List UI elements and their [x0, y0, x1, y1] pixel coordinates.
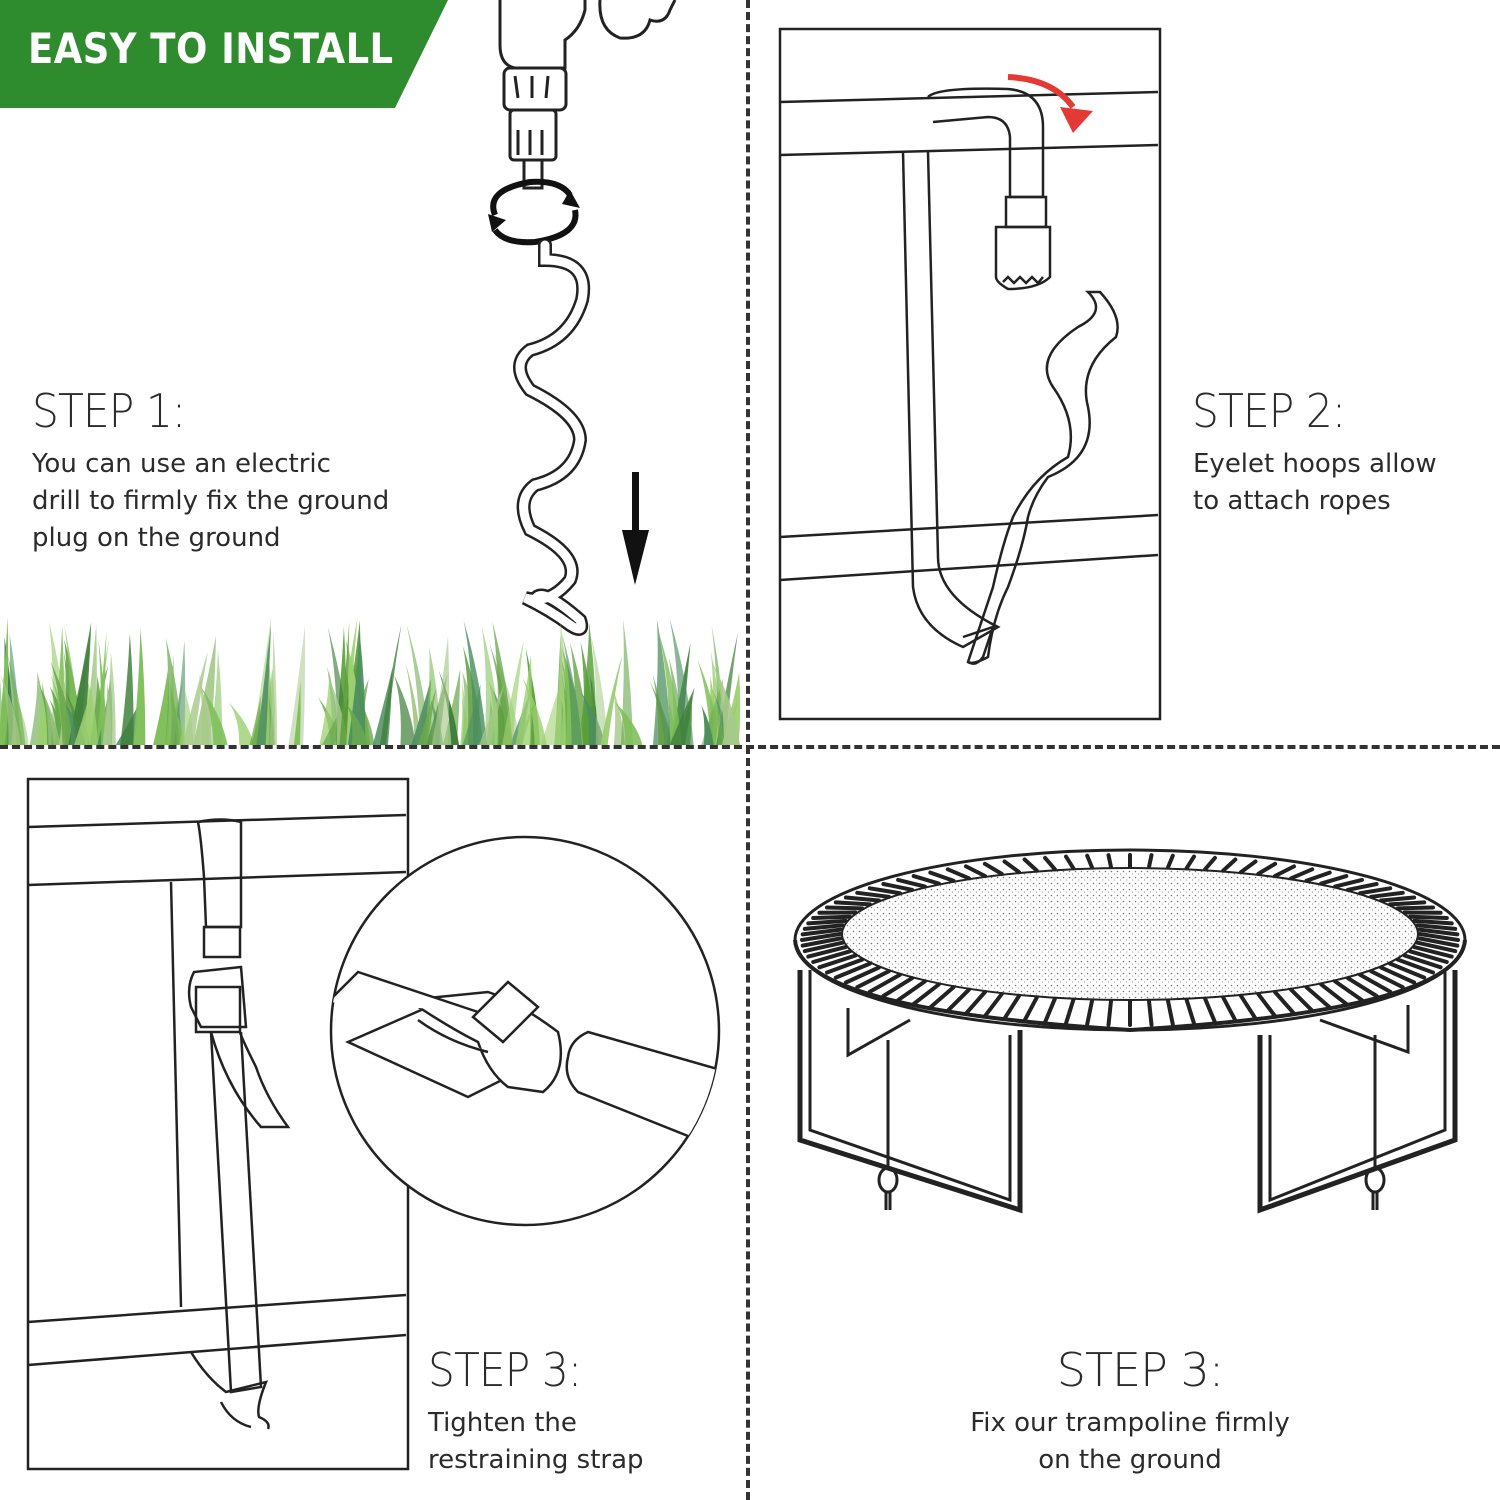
step3-title: STEP 3:: [428, 1343, 582, 1397]
step1-description: You can use an electric drill to firmly …: [32, 449, 390, 553]
banner-background: [0, 0, 448, 108]
step1-title: STEP 1:: [32, 384, 186, 438]
vertical-divider: [746, 0, 750, 1500]
step4-description: Fix our trampoline firmly on the ground: [970, 1408, 1290, 1475]
step2-description: Eyelet hoops allow to attach ropes: [1193, 449, 1437, 516]
step4-title: STEP 3:: [1056, 1343, 1225, 1397]
grass-decoration: [0, 616, 741, 745]
step3-description: Tighten the restraining strap: [428, 1408, 644, 1475]
horizontal-divider: [0, 745, 1500, 749]
step2-title: STEP 2:: [1192, 384, 1346, 438]
rotation-arrows-icon: [488, 178, 580, 246]
banner-title: EASY TO INSTALL: [28, 24, 394, 73]
drill-icon: [498, 0, 677, 190]
buckle-detail-circle: [329, 835, 721, 1227]
trampoline-illustration: [793, 848, 1467, 1214]
strap-hook-illustration: [778, 27, 1162, 721]
strap-buckle-illustration: [26, 777, 410, 1471]
down-arrow-icon: [622, 472, 649, 585]
ground-anchor-icon: [513, 240, 591, 636]
